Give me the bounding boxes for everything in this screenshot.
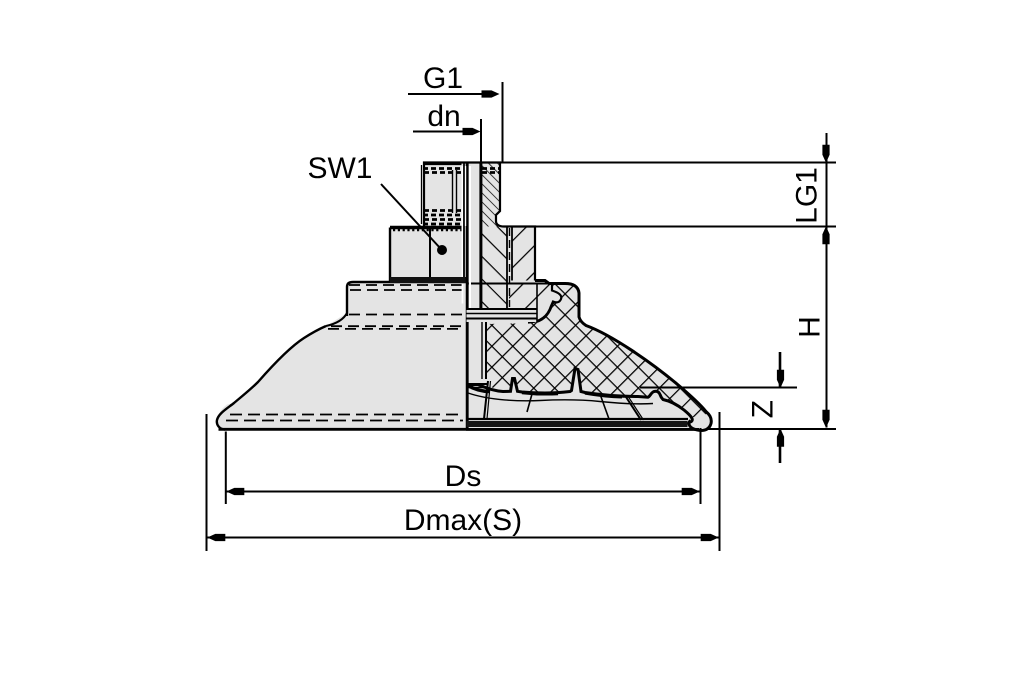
- svg-text:LG1: LG1: [791, 167, 824, 224]
- svg-text:G1: G1: [423, 62, 463, 95]
- svg-text:dn: dn: [427, 100, 460, 133]
- svg-text:Z: Z: [746, 400, 779, 418]
- svg-text:H: H: [794, 316, 827, 338]
- svg-text:Ds: Ds: [445, 460, 482, 493]
- svg-text:Dmax(S): Dmax(S): [404, 504, 522, 537]
- svg-text:SW1: SW1: [307, 152, 372, 185]
